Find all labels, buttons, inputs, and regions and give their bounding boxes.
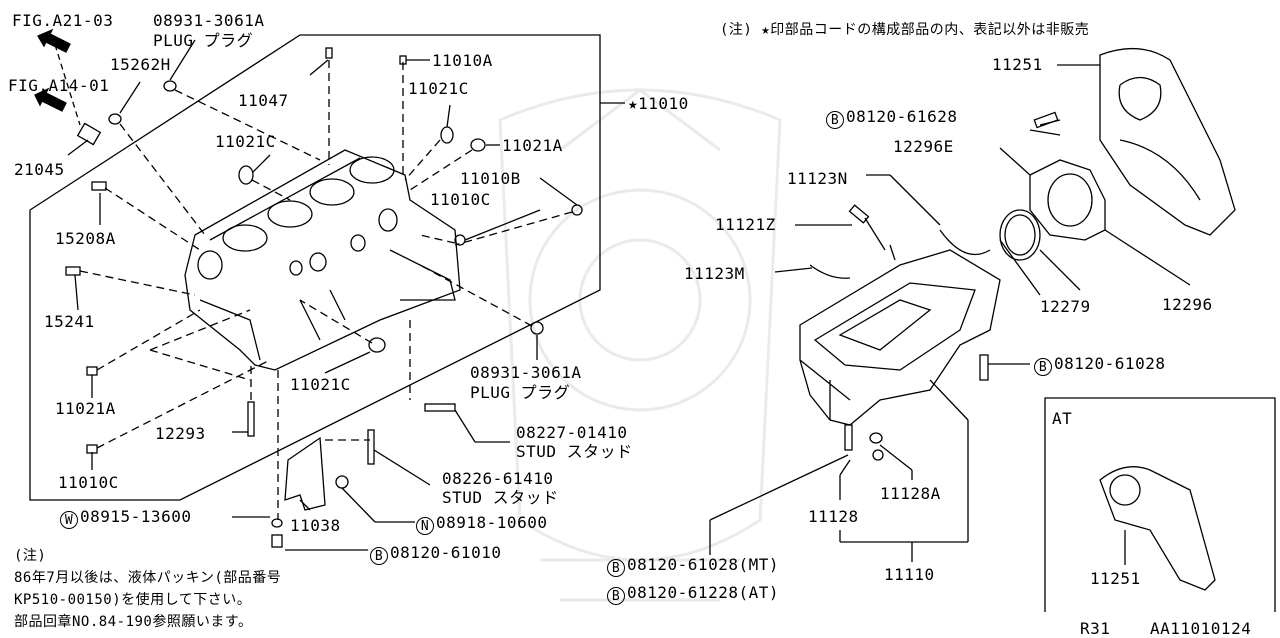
label-12293[interactable]: 12293: [155, 424, 206, 443]
label-11010b[interactable]: 11010B: [460, 169, 521, 188]
label-11010a[interactable]: 11010A: [432, 51, 493, 70]
label-11047[interactable]: 11047: [238, 91, 289, 110]
label-11010c-1[interactable]: 11010C: [430, 190, 491, 209]
label-stud-2: STUD スタッド: [442, 488, 559, 507]
label-11110[interactable]: 11110: [884, 565, 935, 584]
label-15208a[interactable]: 15208A: [55, 229, 116, 248]
watermark-emblem: [498, 88, 782, 602]
b-marker: B: [607, 587, 625, 605]
b-marker: B: [370, 547, 388, 565]
cylinder-block: [184, 149, 461, 371]
label-11010c-2[interactable]: 11010C: [58, 473, 119, 492]
label-11123n[interactable]: 11123N: [787, 169, 848, 188]
label-11251-at[interactable]: 11251: [1090, 569, 1141, 588]
label-08931-bottom[interactable]: 08931-3061A: [470, 363, 582, 382]
label-11251[interactable]: 11251: [992, 55, 1043, 74]
b-marker: B: [1034, 358, 1052, 376]
arrow-icon: [34, 87, 67, 112]
assembly-bracket-11010: [29, 34, 601, 501]
label-15241[interactable]: 15241: [44, 312, 95, 331]
label-11121z[interactable]: 11121Z: [715, 215, 776, 234]
model-code: R31: [1080, 619, 1111, 638]
label-plug-bottom: PLUG プラグ: [470, 383, 571, 402]
label-11128a[interactable]: 11128A: [880, 484, 941, 503]
w-marker: W: [60, 511, 78, 529]
label-12296e[interactable]: 12296E: [893, 137, 954, 156]
label-11021a-2[interactable]: 11021A: [55, 399, 116, 418]
label-11021c-2[interactable]: 11021C: [215, 132, 276, 151]
label-assembly-11010[interactable]: ★11010: [628, 94, 689, 113]
label-11021a-1[interactable]: 11021A: [502, 136, 563, 155]
leaders: [67, 39, 578, 551]
label-08931-top[interactable]: 08931-3061A: [153, 11, 265, 30]
rear-plate: [1099, 47, 1236, 236]
label-08226[interactable]: 08226-61410: [442, 469, 554, 488]
n-marker: N: [416, 517, 434, 535]
label-11021c-3[interactable]: 11021C: [290, 375, 351, 394]
note-line-2: KP510-00150)を使用して下さい。: [14, 592, 252, 608]
label-11123m[interactable]: 11123M: [684, 264, 745, 283]
note-top: (注) ★印部品コードの構成部品の内、表記以外は非販売: [720, 22, 1090, 38]
label-11021c-1[interactable]: 11021C: [408, 79, 469, 98]
label-15262h[interactable]: 15262H: [110, 55, 171, 74]
at-box: [1044, 397, 1276, 612]
note-line-1: 86年7月以後は、液体パッキン(部品番号: [14, 570, 282, 586]
at-title: AT: [1052, 409, 1073, 428]
label-fig-a14[interactable]: FIG.A14-01: [8, 76, 110, 95]
label-11128[interactable]: 11128: [808, 507, 859, 526]
label-21045[interactable]: 21045: [14, 160, 65, 179]
b-marker: B: [607, 559, 625, 577]
arrow-icon: [37, 28, 71, 53]
diagram-code: AA11010124: [1150, 619, 1252, 638]
label-12296[interactable]: 12296: [1162, 295, 1213, 314]
oil-pan: [799, 244, 1001, 426]
label-12279[interactable]: 12279: [1040, 297, 1091, 316]
label-plug-top: PLUG プラグ: [153, 31, 254, 50]
note-line-3: 部品回章NO.84-190参照願います。: [14, 614, 253, 630]
note-head: (注): [14, 548, 47, 564]
label-fig-a21[interactable]: FIG.A21-03: [12, 11, 114, 30]
b-marker: B: [826, 111, 844, 129]
label-08227[interactable]: 08227-01410: [516, 423, 628, 442]
label-stud-1: STUD スタッド: [516, 442, 633, 461]
label-11038[interactable]: 11038: [290, 516, 341, 535]
dashed-leaders: [79, 60, 573, 520]
